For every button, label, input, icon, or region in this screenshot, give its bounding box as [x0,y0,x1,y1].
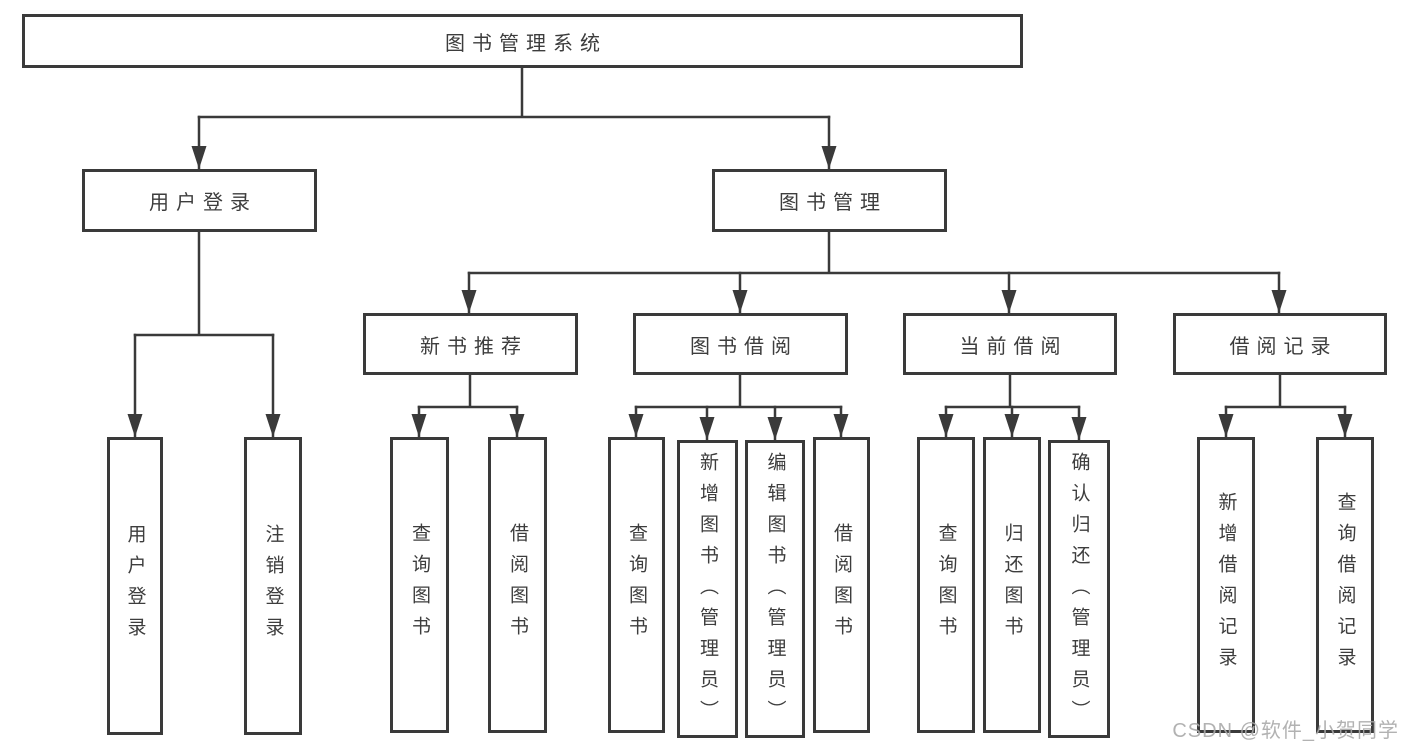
leaf-add-borrow-record: 新增借阅记录 [1197,437,1255,733]
csdn-watermark: CSDN @软件_小贺同学 [1172,720,1399,742]
leaf-borrow-books: 借阅图书 [813,437,870,733]
leaf-confirm-return-admin: 确认归还（管理员） [1048,440,1110,738]
node-borrowing-records: 借阅记录 [1173,313,1387,375]
leaf-edit-book-admin: 编辑图书（管理员） [745,440,805,738]
connector-user-login-children [127,230,281,439]
connector-book-borrowing-children [628,373,849,442]
node-current-borrowing: 当前借阅 [903,313,1117,375]
connector-borrowing-records-children [1218,373,1353,439]
leaf-return-book: 归还图书 [983,437,1041,733]
connector-root-to-level2 [191,66,837,171]
node-root-title: 图书管理系统 [22,14,1023,68]
node-new-book-recommend: 新书推荐 [363,313,578,375]
connector-current-borrowing-children [938,373,1087,442]
leaf-borrow-books-recommend: 借阅图书 [488,437,547,733]
leaf-query-books-current: 查询图书 [917,437,975,733]
connector-new-book-recommend-children [411,373,525,439]
leaf-query-books-borrowing: 查询图书 [608,437,665,733]
node-user-login: 用户登录 [82,169,317,232]
leaf-add-book-admin: 新增图书（管理员） [677,440,738,738]
leaf-query-borrow-record: 查询借阅记录 [1316,437,1374,733]
connector-book-management-children [461,230,1287,315]
leaf-logout: 注销登录 [244,437,302,735]
leaf-query-books-recommend: 查询图书 [390,437,449,733]
node-book-borrowing: 图书借阅 [633,313,848,375]
node-book-management: 图书管理 [712,169,947,232]
leaf-user-login: 用户登录 [107,437,163,735]
